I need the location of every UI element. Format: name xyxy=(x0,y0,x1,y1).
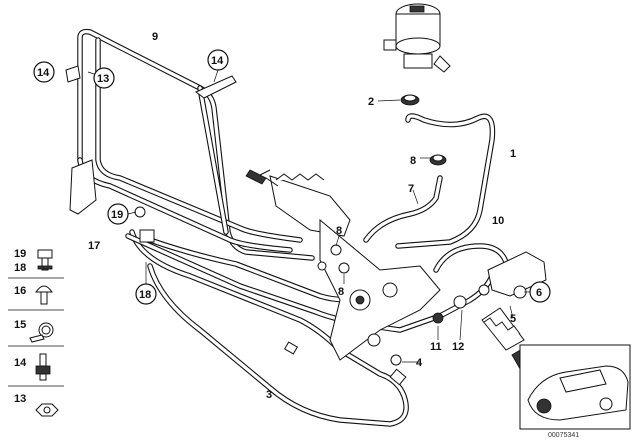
bolt-12 xyxy=(478,284,490,296)
bracket-14 xyxy=(195,75,237,99)
clamp-2 xyxy=(400,94,420,106)
hose-7 xyxy=(363,175,443,243)
legend-14: 14 xyxy=(14,357,27,369)
bolt-with-washer-icon xyxy=(37,249,53,271)
hex-nut-icon xyxy=(35,403,59,417)
callout-14-top: 14 xyxy=(211,55,224,67)
clamp-8-upper xyxy=(429,154,447,166)
reservoir-tank xyxy=(383,3,451,73)
image-code: 00075341 xyxy=(548,432,579,439)
callout-13: 13 xyxy=(97,73,109,85)
mushroom-bolt-icon xyxy=(35,285,53,305)
callout-7: 7 xyxy=(408,183,414,195)
callout-8-mid: 8 xyxy=(336,225,342,237)
callout-6: 6 xyxy=(536,287,542,299)
callout-18: 18 xyxy=(139,289,151,301)
callout-12: 12 xyxy=(452,341,464,353)
callout-8-lower: 8 xyxy=(338,286,344,298)
callout-2: 2 xyxy=(368,96,374,108)
stud-bolt-icon xyxy=(35,353,51,381)
callout-11: 11 xyxy=(430,341,442,353)
callout-19: 19 xyxy=(111,209,123,221)
bolt-11 xyxy=(432,312,444,324)
callout-5: 5 xyxy=(510,313,516,325)
seal-8a xyxy=(330,244,342,256)
bolt-19 xyxy=(134,206,146,218)
legend-15: 15 xyxy=(14,319,26,331)
bracket-14-left xyxy=(65,65,81,83)
suction-hose-1 xyxy=(395,113,496,249)
seal-8b xyxy=(338,262,350,274)
hose-clamp-icon xyxy=(29,322,54,343)
callout-9: 9 xyxy=(152,31,158,43)
callout-10: 10 xyxy=(492,215,504,227)
callout-3: 3 xyxy=(266,389,272,401)
car-thumbnail: 00075341 xyxy=(519,344,631,439)
fitting-18 xyxy=(139,229,155,243)
callout-1: 1 xyxy=(510,148,516,160)
legend-16: 16 xyxy=(14,285,26,297)
mount-bracket xyxy=(69,159,97,215)
steering-rack xyxy=(245,169,547,373)
legend-19: 19 xyxy=(14,248,26,260)
callout-8-upper: 8 xyxy=(410,155,416,167)
hardware-legend: 19 18 16 15 14 13 xyxy=(8,248,64,417)
legend-13: 13 xyxy=(14,393,26,405)
callout-17: 17 xyxy=(88,240,100,252)
legend-18: 18 xyxy=(14,262,26,274)
seal-4 xyxy=(390,354,402,366)
washer-11 xyxy=(453,295,467,309)
callout-14-left: 14 xyxy=(37,67,50,79)
callout-4: 4 xyxy=(416,357,423,369)
